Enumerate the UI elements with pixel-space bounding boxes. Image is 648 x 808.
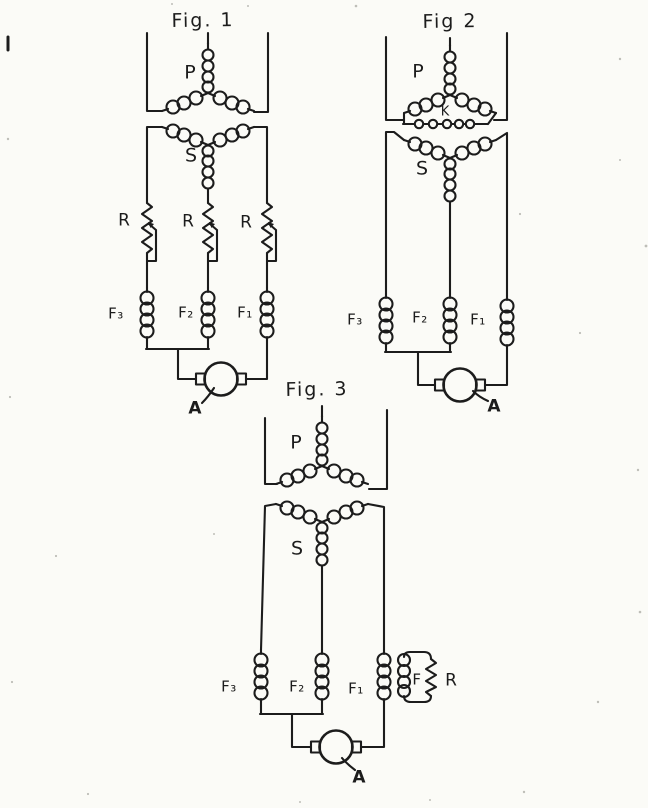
fig3-aux-field-resistor-loop: [396, 650, 438, 704]
fig3-field-coil-f3: [253, 648, 269, 704]
fig2-armature-pointer: [471, 389, 490, 403]
fig1-rheostat-label-right: R: [240, 212, 252, 233]
fig3-title: Fig. 3: [285, 377, 349, 402]
fig1-armature: [194, 361, 248, 405]
figure-3-circuit: [253, 404, 438, 772]
fig2-primary-label: P: [412, 60, 424, 83]
scan-noise-specks: [6, 3, 648, 803]
figure-1-circuit: [139, 31, 278, 405]
fig3-armature-label: A: [352, 767, 366, 788]
fig1-rheostat-left: [140, 201, 158, 290]
fig1-armature-pointer: [200, 386, 216, 405]
fig2-field-coil-f3: [378, 292, 394, 348]
fig2-field-label-f1: F₁: [470, 310, 486, 329]
fig2-field-label-f3: F₃: [347, 310, 363, 329]
fig3-field-coil-f1: [376, 648, 392, 704]
fig2-secondary-label: S: [415, 157, 429, 180]
fig3-armature-pointer: [340, 756, 357, 772]
fig2-armature: [433, 367, 490, 403]
fig3-field-label-f2: F₂: [289, 677, 305, 696]
fig2-switch-label-k: K: [440, 104, 450, 120]
fig3-secondary-winding: [274, 500, 370, 574]
fig1-primary-label: P: [184, 61, 196, 84]
fig1-field-label-f2: F₂: [178, 303, 194, 322]
fig2-field-label-f2: F₂: [412, 308, 428, 327]
fig1-armature-label: A: [188, 398, 202, 419]
fig2-contact-bar-k: [401, 111, 498, 130]
fig1-rheostat-right: [260, 201, 278, 290]
fig2-armature-label: A: [487, 396, 501, 417]
fig3-field-label-f1: F₁: [348, 679, 364, 698]
fig3-primary-label: P: [290, 431, 302, 454]
fig1-field-label-f3: F₃: [108, 304, 124, 323]
fig1-title: Fig. 1: [171, 8, 235, 33]
fig3-field-coil-f2: [314, 648, 330, 704]
fig1-field-coil-f1: [259, 286, 275, 342]
fig1-field-coil-f3: [139, 286, 155, 342]
fig1-field-coil-f2: [200, 286, 216, 342]
fig1-rheostat-label-left: R: [118, 210, 130, 231]
fig3-armature: [309, 729, 363, 772]
fig1-rheostat-label-middle: R: [182, 211, 194, 232]
fig3-field-label-f3: F₃: [221, 677, 237, 696]
fig3-aux-field-label: F: [412, 670, 422, 689]
fig1-secondary-label: S: [184, 144, 198, 167]
fig3-aux-resistor-label: R: [445, 670, 457, 691]
fig1-rheostat-middle: [201, 201, 219, 290]
fig1-field-label-f1: F₁: [237, 303, 253, 322]
fig2-field-coil-f2: [442, 292, 458, 348]
figure-2-circuit: [378, 31, 515, 403]
fig1-secondary-winding: [160, 123, 256, 197]
fig1-primary-winding: [160, 41, 256, 115]
fig2-title: Fig 2: [422, 10, 478, 33]
fig3-secondary-label: S: [290, 537, 304, 560]
fig2-field-coil-f1: [499, 294, 515, 350]
